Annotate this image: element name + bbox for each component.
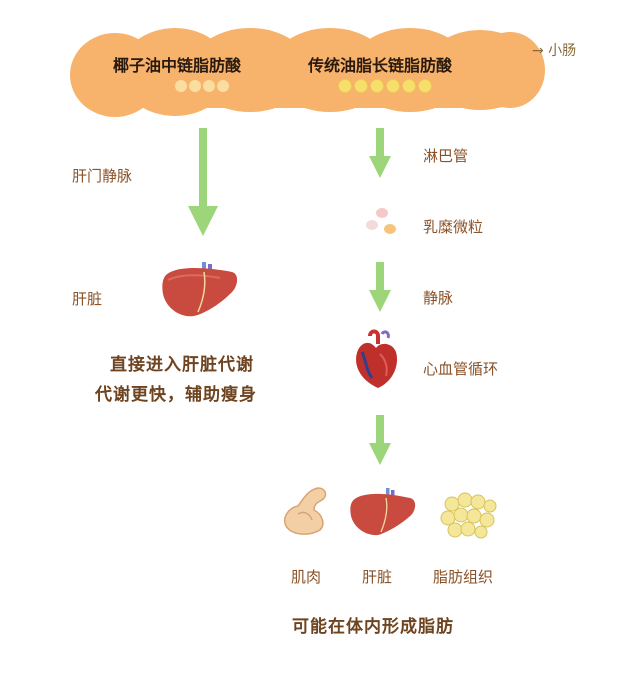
fat-tissue-icon xyxy=(440,492,497,539)
mct-droplets xyxy=(175,80,229,92)
target-label-muscle: 肌肉 xyxy=(291,568,322,586)
arrow-down-icon xyxy=(369,415,391,465)
mct-label: 椰子油中链脂肪酸 xyxy=(113,56,242,75)
left-summary-line1: 直接进入肝脏代谢 xyxy=(110,355,254,375)
arrow-down-icon xyxy=(369,128,391,178)
target-label-liver: 肝脏 xyxy=(362,568,393,586)
arrow-down-icon xyxy=(188,128,218,236)
target-label-fat: 脂肪组织 xyxy=(433,568,494,586)
heart-icon xyxy=(356,329,398,388)
liver-label-left: 肝脏 xyxy=(72,290,103,308)
small-intestine-label: → 小肠 xyxy=(532,43,577,59)
liver-icon xyxy=(162,262,238,317)
right-summary: 可能在体内形成脂肪 xyxy=(292,617,454,637)
lct-label: 传统油脂长链脂肪酸 xyxy=(308,56,453,75)
lct-droplets xyxy=(338,79,432,93)
left-summary-line2: 代谢更快，辅助瘦身 xyxy=(95,385,257,405)
liver-icon xyxy=(350,488,416,536)
portal-vein-label: 肝门静脉 xyxy=(72,167,133,185)
lymph-label: 淋巴管 xyxy=(423,147,469,165)
circulation-label: 心血管循环 xyxy=(423,360,499,378)
chylomicron-icon xyxy=(366,208,396,234)
arrow-down-icon xyxy=(369,262,391,312)
small-intestine-shape xyxy=(70,28,545,117)
chylomicron-label: 乳糜微粒 xyxy=(423,218,484,236)
muscle-icon xyxy=(284,487,327,535)
vein-label: 静脉 xyxy=(423,289,454,307)
